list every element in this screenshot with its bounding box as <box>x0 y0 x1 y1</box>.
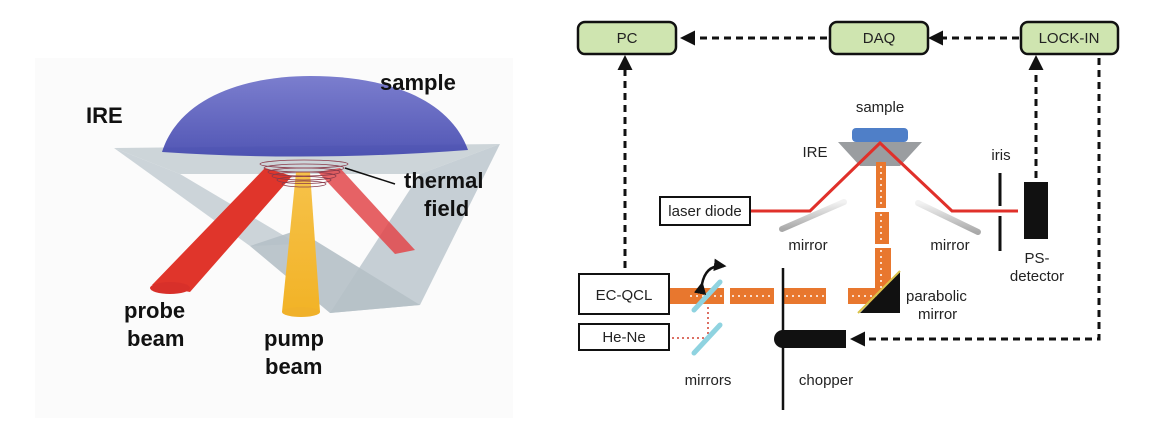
qcl-beam <box>670 162 891 304</box>
label-ire-right: IRE <box>802 144 827 161</box>
chopper-blade <box>774 330 846 348</box>
label-ire: IRE <box>86 103 123 128</box>
lock-in-label: LOCK-IN <box>1039 30 1100 47</box>
daq-box: DAQ <box>828 20 930 56</box>
label-probe: probe <box>124 298 185 323</box>
he-ne-box: He-Ne <box>578 323 670 351</box>
laser-diode-box: laser diode <box>659 196 751 226</box>
lockin-to-chopper-line <box>850 58 1101 347</box>
thermal-field-pointer <box>344 167 396 185</box>
probe-beam-end <box>150 282 190 294</box>
he-ne-beam <box>672 306 709 339</box>
flip-mirror <box>691 279 723 313</box>
label-detector: detector <box>1010 268 1064 285</box>
label-parabolic: parabolic <box>906 288 967 305</box>
probe-beam-incoming <box>152 168 292 292</box>
label-mirrors: mirrors <box>685 372 732 389</box>
label-iris: iris <box>991 147 1010 164</box>
probe-beam-outgoing <box>318 168 415 254</box>
label-mirror-right: mirror <box>930 237 969 254</box>
pc-box: PC <box>576 20 678 56</box>
thermal-field-rings <box>259 159 349 188</box>
ire-prism-left-face <box>114 148 298 246</box>
label-probe-beam: beam <box>127 326 184 351</box>
ire-prism <box>838 142 922 166</box>
ec-qcl-label: EC-QCL <box>596 287 653 304</box>
ps-detector <box>1024 182 1048 239</box>
hene-mirror <box>691 322 723 356</box>
lock-in-box: LOCK-IN <box>1019 20 1120 56</box>
label-chopper: chopper <box>799 372 853 389</box>
probe-laser-path <box>750 140 1018 213</box>
mirror-right <box>915 200 981 235</box>
label-ps: PS- <box>1024 250 1049 267</box>
parabolic-mirror <box>860 272 900 313</box>
parabolic-mirror-surface <box>857 270 901 314</box>
laser-diode-label: laser diode <box>668 203 741 220</box>
mirror-left <box>779 199 847 232</box>
label-thermal: thermal <box>404 168 483 193</box>
daq-label: DAQ <box>863 30 896 47</box>
sample-block <box>852 128 908 142</box>
pump-beam <box>282 172 320 312</box>
flip-arrow-icon <box>693 258 727 296</box>
label-sample-right: sample <box>856 99 904 116</box>
ec-qcl-box: EC-QCL <box>578 273 670 315</box>
label-pump: pump <box>264 326 324 351</box>
he-ne-label: He-Ne <box>602 329 645 346</box>
pc-label: PC <box>617 30 638 47</box>
pump-beam-end <box>282 307 320 317</box>
label-field: field <box>424 196 469 221</box>
label-parabolic-mirror: mirror <box>918 306 957 323</box>
label-sample: sample <box>380 70 456 95</box>
ire-prism-right-face <box>330 144 500 313</box>
thermal-field-schematic: IRE sample thermal field probe beam pump… <box>86 70 500 379</box>
label-mirror-left: mirror <box>788 237 827 254</box>
label-pump-beam: beam <box>265 354 322 379</box>
sample-dome <box>162 76 468 157</box>
